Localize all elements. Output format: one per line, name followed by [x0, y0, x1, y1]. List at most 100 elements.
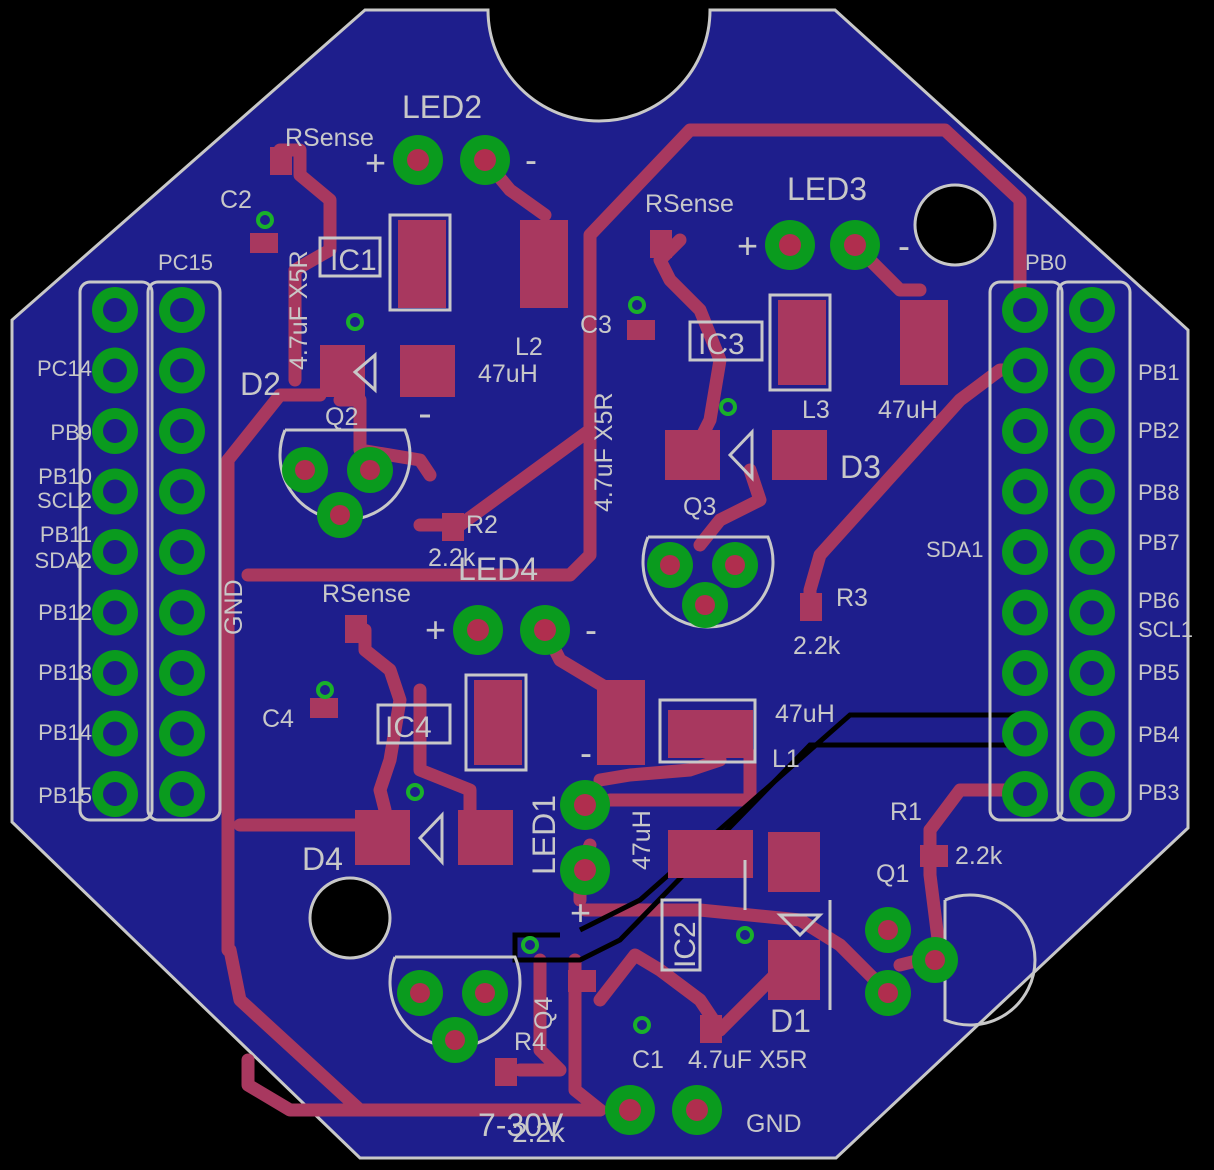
right-header-pin: [1069, 468, 1115, 515]
through-hole-pads: [282, 135, 958, 1135]
right-header-pin: [1002, 529, 1048, 575]
label-r3: R3: [836, 584, 868, 612]
left-header-pin: [92, 771, 138, 817]
label-rsense-2: RSense: [285, 124, 374, 152]
label-c2-value: 4.7uF X5R: [285, 250, 313, 370]
label-ic1: IC1: [330, 244, 377, 277]
right-header-label: SCL1: [1138, 617, 1193, 642]
right-header-pin: [1002, 287, 1048, 333]
label-l3-value: 47uH: [878, 396, 938, 424]
label-led2-minus: -: [525, 139, 537, 180]
label-r4-value: 2.2k: [512, 1117, 566, 1148]
right-header-pin: [1002, 650, 1048, 696]
label-led3: LED3: [787, 171, 867, 207]
label-ic3: IC3: [698, 328, 745, 361]
label-sda1: SDA1: [926, 537, 983, 562]
label-ic4: IC4: [385, 711, 432, 744]
right-header-label: PB6: [1138, 588, 1180, 613]
label-q4: Q4: [530, 997, 558, 1030]
label-led1-plus: +: [570, 892, 591, 933]
left-header-label: PB10: [38, 464, 92, 489]
left-header-pin: [92, 529, 138, 575]
label-led2: LED2: [402, 89, 482, 125]
left-header-pin: [92, 287, 138, 333]
right-header-pin: [1002, 408, 1048, 454]
label-led3-minus: -: [898, 225, 910, 266]
left-header-pin: [159, 468, 205, 515]
right-header-pin: [1069, 650, 1115, 696]
label-led1: LED1: [526, 795, 562, 875]
right-header-label: PB2: [1138, 418, 1180, 443]
label-c1-value: 4.7uF X5R: [688, 1046, 808, 1074]
right-header-pin: [1069, 589, 1115, 636]
label-rsense-3: RSense: [645, 190, 734, 218]
label-d4: D4: [302, 841, 343, 877]
right-header-label: PB1: [1138, 360, 1180, 385]
label-c4: C4: [262, 705, 294, 733]
label-r1: R1: [890, 798, 922, 826]
left-header-label: SDA2: [35, 548, 92, 573]
right-header-label: PB8: [1138, 480, 1180, 505]
right-header-pin: [1069, 287, 1115, 333]
label-l2-value: 47uH: [478, 360, 538, 388]
right-header: [1002, 287, 1115, 817]
label-d1: D1: [770, 1003, 811, 1039]
left-header-pin: [159, 529, 205, 575]
signal-traces: [512, 712, 1020, 963]
right-header-pin: [1069, 347, 1115, 394]
label-c2: C2: [220, 186, 252, 214]
right-header-pin: [1069, 710, 1115, 757]
right-header-pin: [1002, 771, 1048, 817]
right-header-pin: [1069, 771, 1115, 817]
label-c3-value: 4.7uF X5R: [590, 392, 618, 512]
right-header-pin: [1069, 529, 1115, 575]
label-led4: LED4: [458, 551, 538, 587]
label-led4-minus: -: [585, 609, 597, 650]
right-header-pin: [1002, 347, 1048, 394]
label-led1-minus: -: [580, 732, 592, 773]
label-rsense-4: RSense: [322, 580, 411, 608]
left-header-pin: [159, 589, 205, 636]
label-power-in: 7-30V: [478, 1107, 564, 1143]
vias: [256, 211, 754, 1034]
left-header-pin: [159, 347, 205, 394]
left-header-pin: [92, 710, 138, 757]
left-header-pin: [159, 287, 205, 333]
right-header-pin: [1002, 468, 1048, 515]
left-header-label: SCL2: [37, 488, 92, 513]
label-c1: C1: [632, 1046, 664, 1074]
label-c3: C3: [580, 311, 612, 339]
label-r2-value: 2.2k: [428, 544, 476, 572]
right-header-label: PB7: [1138, 530, 1180, 555]
label-gnd-power: GND: [746, 1110, 802, 1138]
label-ic2: IC2: [669, 921, 702, 968]
label-gnd-side: GND: [220, 579, 248, 635]
label-d2: D2: [240, 366, 281, 402]
right-header-label: PB3: [1138, 780, 1180, 805]
label-l1-value: 47uH: [775, 700, 835, 728]
left-header-pin: [159, 710, 205, 757]
left-header-pin: [92, 347, 138, 394]
board-outline: [10, 8, 1190, 1160]
label-r3-value: 2.2k: [793, 632, 841, 660]
label-r1-value: 2.2k: [955, 842, 1003, 870]
label-l1: L1: [772, 745, 800, 773]
label-pb0: PB0: [1025, 250, 1067, 275]
left-header-label: PB13: [38, 660, 92, 685]
left-header-pin: [159, 771, 205, 817]
silkscreen-labels: LED2 LED3 LED4 LED1 RSense RSense RSense…: [158, 89, 1067, 1148]
left-header-pin: [92, 468, 138, 515]
left-header: [92, 287, 205, 817]
right-header-pin: [1002, 589, 1048, 636]
label-r4: R4: [514, 1028, 546, 1056]
label-pc15: PC15: [158, 250, 213, 275]
label-l4-value: 47uH: [628, 810, 656, 870]
label-q1: Q1: [876, 860, 909, 888]
left-header-pin: [92, 408, 138, 454]
left-header-label: PB11: [40, 522, 92, 547]
right-header-pin: [1002, 710, 1048, 757]
right-header-pin: [1069, 408, 1115, 454]
right-header-label: PB4: [1138, 722, 1180, 747]
